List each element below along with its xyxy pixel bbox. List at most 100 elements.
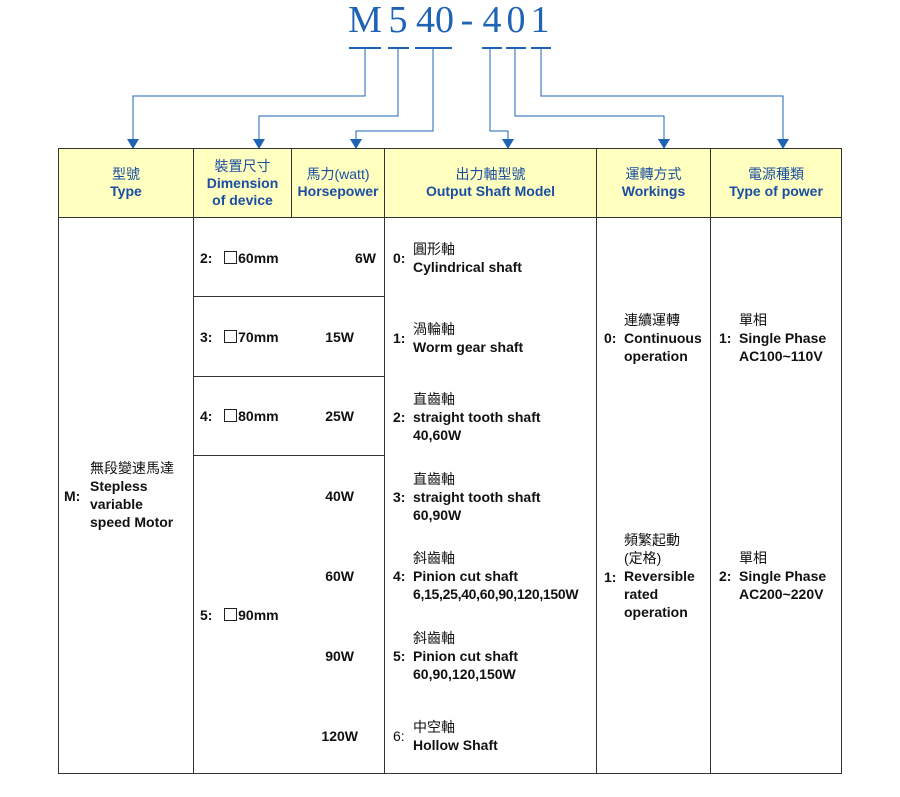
shaft-code: 1: xyxy=(393,330,406,346)
power-zh: 單相 xyxy=(739,550,767,566)
power-phase: Single Phase xyxy=(739,330,827,346)
shaft-watts: 60,90,120,150W xyxy=(413,666,516,682)
shaft-option-5: 5: 斜齒軸 Pinion cut shaft 60,90,120,150W xyxy=(393,629,593,685)
connector-working xyxy=(514,48,665,140)
shaft-en: Worm gear shaft xyxy=(413,339,524,355)
header-dimension-zh: 裝置尺寸 xyxy=(214,157,271,174)
header-output-shaft-zh: 出力軸型號 xyxy=(455,166,526,182)
type-en-line-1: Stepless xyxy=(90,478,148,494)
col-sep-5 xyxy=(710,148,711,774)
shaft-code: 3: xyxy=(393,489,406,505)
model-code: M 5 40 - 4 0 1 xyxy=(0,0,900,40)
model-char-dash: - xyxy=(460,0,474,41)
connector-shaft xyxy=(489,48,509,140)
size-value: 90mm xyxy=(238,607,279,623)
col-sep-3 xyxy=(384,148,385,774)
header-horsepower-zh: 馬力(watt) xyxy=(306,166,370,182)
header-type-en: Type xyxy=(110,183,142,199)
working-option-0: 0: 連續運轉 Continuous operation xyxy=(604,311,710,367)
shaft-en: straight tooth shaft xyxy=(413,489,541,505)
shaft-option-3: 3: 直齒軸 straight tooth shaft 60,90W xyxy=(393,470,593,526)
model-char-power: 1 xyxy=(530,0,550,41)
shaft-code: 2: xyxy=(393,409,406,425)
shaft-code: 0: xyxy=(393,250,406,266)
type-en-line-3: speed Motor xyxy=(90,514,174,530)
power-option-2: 2: 單相 Single Phase AC200~220V xyxy=(719,549,839,605)
connector-type xyxy=(132,48,366,140)
power-option-1: 1: 單相 Single Phase AC100~110V xyxy=(719,311,839,367)
shaft-option-1: 1: 渦輪軸 Worm gear shaft xyxy=(393,320,593,360)
size-row-5: 5: 90mm xyxy=(200,606,279,624)
connector-horsepower xyxy=(355,48,434,140)
square-icon xyxy=(224,608,238,621)
col-sep-2-header xyxy=(291,148,292,218)
shaft-option-2: 2: 直齒軸 straight tooth shaft 40,60W xyxy=(393,390,593,446)
working-en-line-2: rated xyxy=(624,586,659,602)
power-code: 1: xyxy=(719,330,732,346)
working-en-line-2: operation xyxy=(624,348,688,364)
working-en-line-1: Continuous xyxy=(624,330,702,346)
shaft-zh: 渦輪軸 xyxy=(413,321,455,337)
power-code: 2: xyxy=(719,568,732,584)
header-divider xyxy=(58,217,842,218)
shaft-zh: 斜齒軸 xyxy=(413,550,455,566)
size-value: 70mm xyxy=(238,329,279,345)
working-en-line-3: operation xyxy=(624,604,688,620)
connector-power xyxy=(540,48,784,140)
shaft-watts: 40,60W xyxy=(413,427,462,443)
header-type: 型號 Type xyxy=(59,149,193,217)
working-en-line-1: Reversible xyxy=(624,568,695,584)
header-output-shaft: 出力軸型號 Output Shaft Model xyxy=(385,149,596,217)
header-dimension-en: Dimension of device xyxy=(206,174,279,208)
shaft-code: 5: xyxy=(393,648,406,664)
size-row-divider-1 xyxy=(193,296,385,297)
shaft-en: straight tooth shaft xyxy=(413,409,541,425)
working-option-1: 1: 頻繁起動 (定格) Reversible rated operation xyxy=(604,531,710,623)
header-type-zh: 型號 xyxy=(112,166,140,182)
working-code: 0: xyxy=(604,330,617,346)
shaft-zh: 圓形軸 xyxy=(413,241,455,257)
working-code: 1: xyxy=(604,569,617,585)
arrowhead-type xyxy=(127,139,139,149)
size-code: 2: xyxy=(200,250,213,266)
horsepower-15w: 15W xyxy=(325,329,354,345)
header-workings-zh: 運轉方式 xyxy=(625,166,682,182)
shaft-en: Hollow Shaft xyxy=(413,737,498,753)
shaft-en: Pinion cut shaft xyxy=(413,568,518,584)
horsepower-120w: 120W xyxy=(321,728,358,744)
header-workings-en: Workings xyxy=(621,183,686,199)
shaft-en: Pinion cut shaft xyxy=(413,648,518,664)
size-row-3: 3: 70mm xyxy=(200,328,279,346)
size-row-divider-3 xyxy=(193,455,385,456)
shaft-zh: 中空軸 xyxy=(413,719,455,735)
size-code: 3: xyxy=(200,329,213,345)
connector-arrows xyxy=(127,47,789,149)
power-phase: Single Phase xyxy=(739,568,827,584)
size-value: 60mm xyxy=(238,250,279,266)
col-sep-4 xyxy=(596,148,597,774)
arrowhead-power xyxy=(777,139,789,149)
model-char-working: 0 xyxy=(506,0,526,41)
shaft-en: Cylindrical shaft xyxy=(413,259,522,275)
size-row-divider-2 xyxy=(193,376,385,377)
shaft-option-6: 6: 中空軸 Hollow Shaft xyxy=(393,718,593,758)
arrowhead-horsepower xyxy=(350,139,362,149)
shaft-option-4: 4: 斜齒軸 Pinion cut shaft 6,15,25,40,60,90… xyxy=(393,549,595,605)
power-zh: 單相 xyxy=(739,312,767,328)
power-voltage: AC100~110V xyxy=(739,348,823,364)
header-dimension: 裝置尺寸 Dimension of device xyxy=(194,149,291,217)
square-icon xyxy=(224,251,238,264)
connector-size xyxy=(258,48,399,140)
horsepower-90w: 90W xyxy=(325,648,354,664)
working-zh-line-1: 頻繁起動 xyxy=(624,532,680,548)
horsepower-6w: 6W xyxy=(355,250,376,266)
header-horsepower-en: Horsepower xyxy=(297,183,379,199)
horsepower-40w: 40W xyxy=(325,488,354,504)
header-power-type: 電源種類 Type of power xyxy=(711,149,841,217)
header-workings: 運轉方式 Workings xyxy=(597,149,710,217)
header-output-shaft-en: Output Shaft Model xyxy=(425,183,556,199)
table-border-left xyxy=(58,148,59,774)
size-code: 4: xyxy=(200,408,213,424)
working-zh-line-2: (定格) xyxy=(624,550,662,566)
arrowhead-size xyxy=(253,139,265,149)
